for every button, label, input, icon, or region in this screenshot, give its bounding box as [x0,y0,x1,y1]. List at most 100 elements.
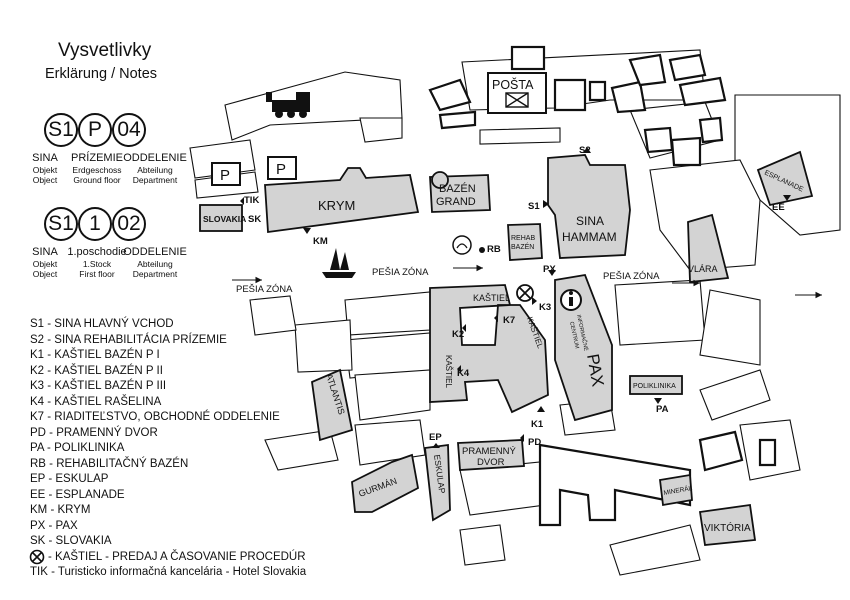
hammam-label: HAMMAM [562,230,617,244]
pedestrian-arrows [232,264,822,299]
key2-label-object: SINA [32,246,58,258]
legend-item-pd: PD - PRAMENNÝ DVOR [30,426,158,439]
rehab-bazen-building [507,223,543,261]
key1-sub1-dept: Abteilung [137,165,173,175]
marker-k3: K3 [539,302,551,313]
marker-sk: SK [248,214,261,225]
rb-dot [479,247,485,253]
info-icon [560,289,582,311]
pramenny-label-1: PRAMENNÝ [462,446,517,457]
vlara-building [687,213,730,283]
key1-label-floor: PRÍZEMIE [71,152,123,164]
mail-envelope-icon [505,92,529,108]
kastiel-side-label: KAŠTIEL [444,355,453,388]
legend-item-k7: K7 - RIADITEĽSTVO, OBCHODNÉ ODDELENIE [30,411,280,423]
marker-tik: TIK [244,195,259,206]
legend-item-k2: K2 - KAŠTIEL BAZÉN P II [30,364,163,377]
marker-k4: K4 [457,368,470,379]
legend-item-sk: SK - SLOVAKIA [30,535,112,547]
eskulap-building [424,443,451,522]
pax-building [554,273,613,422]
pedestrian-zone-left: PEŠIA ZÓNA [236,284,293,295]
small-buildings [428,45,777,527]
kastiel-building [429,284,549,414]
marker-pd: PD [528,437,541,448]
legend-item-rb: RB - REHABILITAČNÝ BAZÉN [30,457,189,470]
marker-s1: S1 [528,201,540,212]
legend-item-ep: EP - ESKULAP [30,473,109,485]
pramenny-dvor-building [457,439,525,471]
parking-box-2 [267,156,297,180]
bazen-grand-label-1: BAZÉN [439,182,476,195]
key2-sub1-dept: Abteilung [137,259,173,269]
vlara-label: VLÁRA [688,264,718,274]
marker-pa: PA [656,404,669,415]
marker-k1: K1 [531,419,544,430]
kastiel-top-label: KAŠTIEL [473,293,510,303]
key1-sub1-floor: Erdgeschoss [72,165,122,175]
marker-rb: RB [487,244,501,255]
key1-label-dept: ODDELENIE [123,152,187,164]
pedestrian-zone-right: PEŠIA ZÓNA [603,271,660,282]
gurman-building [351,453,420,513]
kastiel-procedures-icon [516,284,534,302]
poliklinika-building [629,375,683,395]
legend-item-km: KM - KRYM [30,504,91,516]
key2-sub2-dept: Department [132,269,178,279]
viktoria-building [698,503,757,546]
key2-label-floor: 1.poschodie [67,246,127,258]
legend-procedures-icon [29,549,45,565]
grey-buildings [199,150,814,546]
slovakia-label: SLOVAKIA [203,214,246,224]
legend-item-px: PX - PAX [30,519,78,532]
parking-label-2: P [276,161,286,178]
slovakia-building [199,204,243,232]
marker-k2: K2 [452,329,464,340]
train-icon [266,92,310,118]
krym-building [264,167,420,234]
legend-item-ee: EE - ESPLANADE [30,488,125,501]
viktoria-label: VIKTÓRIA [704,521,751,534]
key2-code-dept: 02 [112,207,146,241]
key1-code-object: S1 [44,113,78,147]
parking-box-1 [211,162,241,186]
key1-sub1-object: Objekt [32,165,58,175]
atlantis-building [311,368,354,442]
marker-k7: K7 [503,315,515,326]
sina-hammam-building [547,154,631,259]
key2-code-floor: 1 [78,207,112,241]
marker-ee: EE [772,202,785,213]
key2-label-dept: ODDELENIE [123,246,187,258]
key2-sub1-floor: 1.Stock [82,259,112,269]
key1-sub2-dept: Department [132,175,178,185]
info-label-2: CENTRUM [568,321,580,350]
sina-label: SINA [576,214,604,228]
marker-s2: S2 [579,145,591,156]
pramenny-label-2: DVOR [477,457,505,468]
key2-sub2-object: Object [32,269,58,279]
legend-item-k3: K3 - KAŠTIEL BAZÉN P III [30,380,167,392]
fountain-icon [322,248,356,278]
esplanade-building [756,150,814,207]
rehab-label-1: REHAB [511,235,535,242]
bazen-grand-label-2: GRAND [436,196,476,208]
legend-item-pa: PA - POLIKLINIKA [30,442,125,454]
key2-sub1-object: Objekt [32,259,58,269]
key1-label-object: SINA [32,152,58,164]
key1-sub2-floor: Ground floor [73,175,121,185]
legend-item-kastiel-procedures: - KAŠTIEL - PREDAJ A ČASOVANIE PROCEDÚR [48,550,306,563]
legend-item-s1: S1 - SINA HLAVNÝ VCHOD [30,318,174,330]
pedestrian-zone-center: PEŠIA ZÓNA [372,267,429,278]
key2-code-object: S1 [44,207,78,241]
key1-sub2-object: Object [32,175,58,185]
key1-code-floor: P [78,113,112,147]
entrance-ticks [240,147,791,448]
parking-label-1: P [220,167,230,184]
poliklinika-label: POLIKLINIKA [633,383,676,390]
rehab-label-2: BAZÉN [511,242,534,251]
legend-item-k1: K1 - KAŠTIEL BAZÉN P I [30,349,160,361]
posta-label: POŠTA [492,77,534,92]
rehab-pool-icon [452,235,472,255]
mineral-building [659,473,693,507]
